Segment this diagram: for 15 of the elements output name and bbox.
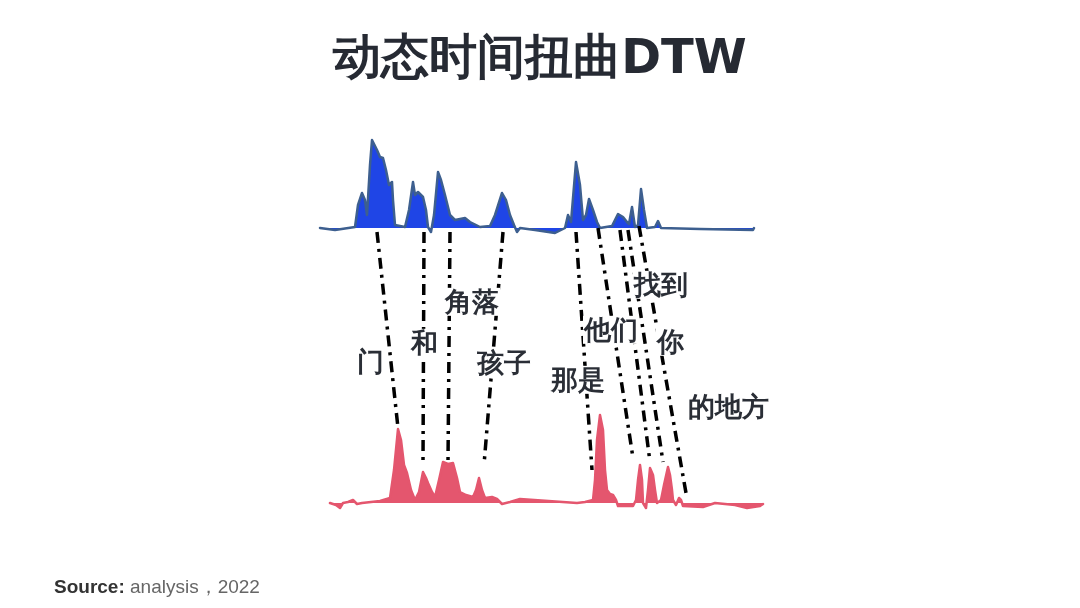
- edge-label: 你: [655, 327, 685, 357]
- source-note: Source: analysis，2022: [54, 576, 260, 599]
- edge-label: 孩子: [476, 348, 532, 378]
- edge-label: 和: [409, 328, 439, 358]
- edge-label: 找到: [633, 270, 689, 300]
- edge-label: 他们: [583, 315, 639, 345]
- alignment-line: [574, 231, 594, 471]
- title: 动态时间扭曲DTW: [331, 30, 748, 83]
- alignment-line: [626, 229, 665, 463]
- alignment-line: [421, 232, 426, 463]
- alignment-line: [446, 232, 452, 462]
- edge-label: 的地方: [686, 392, 770, 422]
- edge-label: 那是: [550, 365, 606, 395]
- edge-label: 角落: [444, 287, 500, 317]
- waveform: [318, 137, 756, 235]
